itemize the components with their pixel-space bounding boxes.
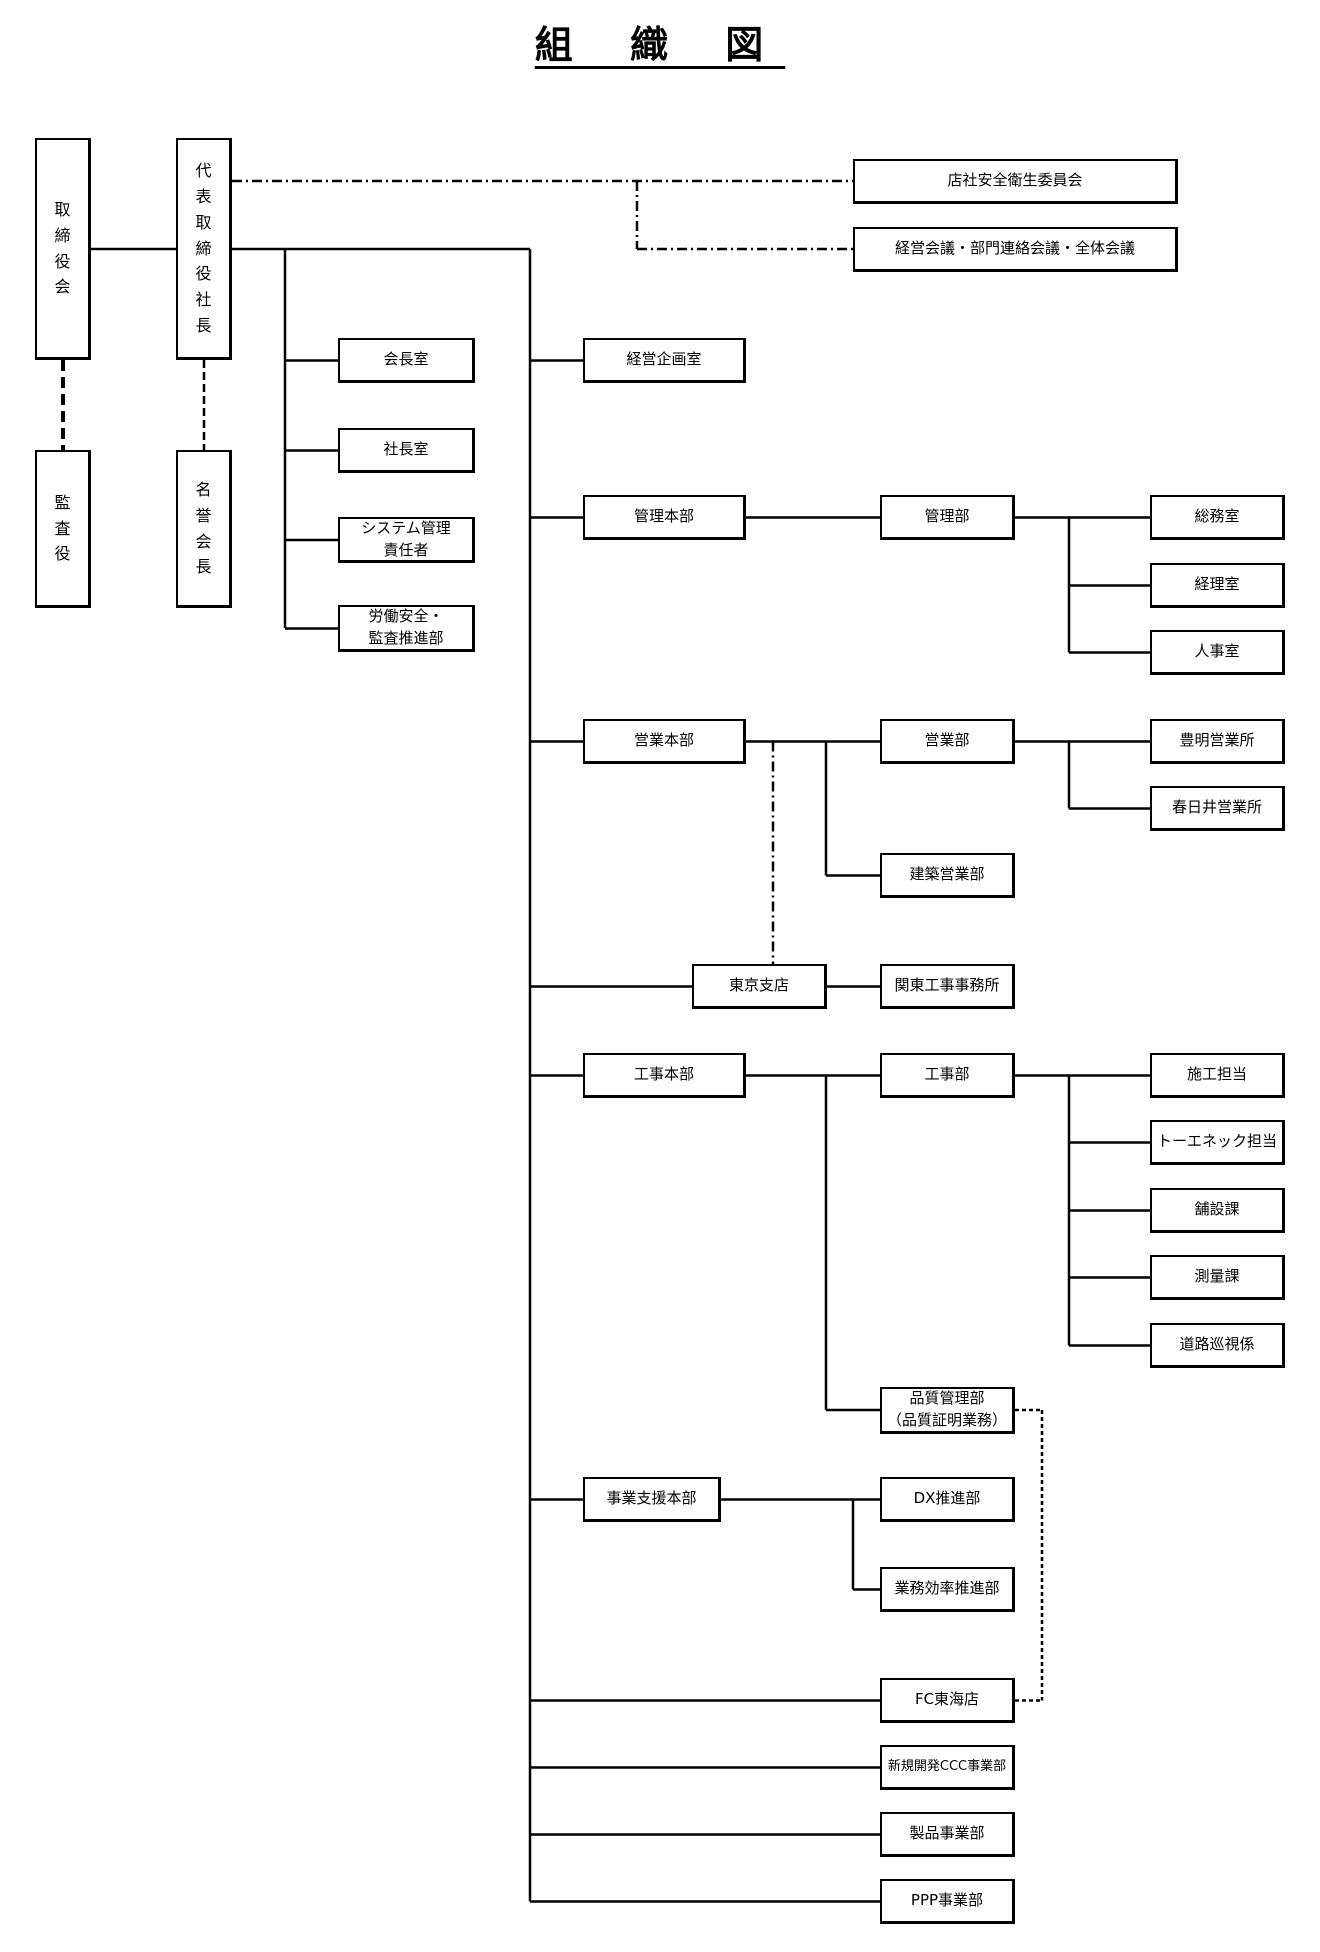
node-site-mgmt: 施工担当 xyxy=(1150,1053,1285,1098)
node-board: 取 締 役 会 xyxy=(35,138,91,360)
page-title: 組 織 図 xyxy=(0,14,1320,69)
node-tokyo-branch: 東京支店 xyxy=(692,964,827,1009)
title-text: 組 織 図 xyxy=(534,23,786,67)
node-kasugai: 春日井営業所 xyxy=(1150,786,1285,831)
node-sales-dept: 営業部 xyxy=(880,719,1015,764)
node-sales-hq: 営業本部 xyxy=(583,719,746,764)
node-new-ccc: 新規開発CCC事業部 xyxy=(880,1745,1015,1790)
node-president-office: 社長室 xyxy=(338,428,475,473)
node-construction-dept: 工事部 xyxy=(880,1053,1015,1098)
node-products: 製品事業部 xyxy=(880,1812,1015,1857)
node-quality: 品質管理部 （品質証明業務） xyxy=(880,1387,1015,1434)
node-ppp: PPP事業部 xyxy=(880,1879,1015,1924)
node-honorary-chair: 名 誉 会 長 xyxy=(176,450,232,608)
node-accounting: 経理室 xyxy=(1150,563,1285,608)
node-meetings: 経営会議・部門連絡会議・全体会議 xyxy=(853,227,1178,272)
node-biz-support-hq: 事業支援本部 xyxy=(583,1477,721,1522)
node-hr: 人事室 xyxy=(1150,630,1285,675)
node-fc-tokai: FC東海店 xyxy=(880,1678,1015,1723)
node-survey: 測量課 xyxy=(1150,1255,1285,1300)
node-construction-hq: 工事本部 xyxy=(583,1053,746,1098)
node-arch-sales: 建築営業部 xyxy=(880,853,1015,898)
node-admin-hq: 管理本部 xyxy=(583,495,746,540)
node-toyoake: 豊明営業所 xyxy=(1150,719,1285,764)
node-efficiency: 業務効率推進部 xyxy=(880,1567,1015,1612)
node-toenec: トーエネック担当 xyxy=(1150,1120,1285,1165)
node-safety-committee: 店社安全衛生委員会 xyxy=(853,159,1178,204)
node-auditor: 監 査 役 xyxy=(35,450,91,608)
node-admin-dept: 管理部 xyxy=(880,495,1015,540)
node-chairman-office: 会長室 xyxy=(338,338,475,383)
node-system-manager: システム管理 責任者 xyxy=(338,517,475,563)
node-paving: 舗設課 xyxy=(1150,1188,1285,1233)
node-labor-safety: 労働安全・ 監査推進部 xyxy=(338,605,475,652)
node-dx: DX推進部 xyxy=(880,1477,1015,1522)
node-president: 代 表 取 締 役 社 長 xyxy=(176,138,232,360)
node-general-affairs: 総務室 xyxy=(1150,495,1285,540)
node-mgmt-planning: 経営企画室 xyxy=(583,338,746,383)
node-patrol: 道路巡視係 xyxy=(1150,1323,1285,1368)
node-kanto-office: 関東工事事務所 xyxy=(880,964,1015,1009)
